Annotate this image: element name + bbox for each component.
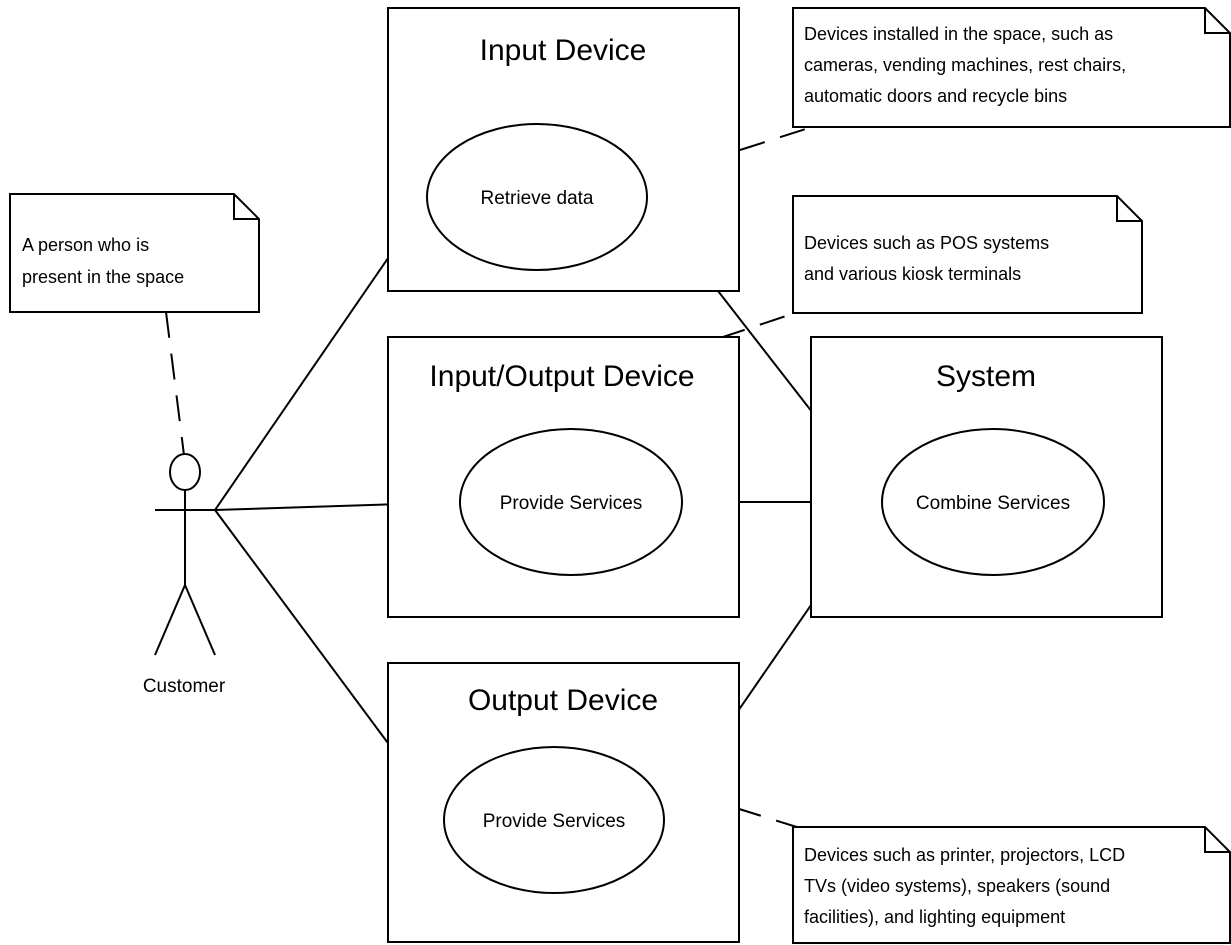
use-case-combine-services	[881, 428, 1105, 576]
note-input-device-line-2: cameras, vending machines, rest chairs,	[804, 55, 1126, 75]
io-device-title: Input/Output Device	[429, 360, 694, 393]
use-case-output-provide-services	[443, 746, 665, 894]
note-output-device-line-1: Devices such as printer, projectors, LCD	[804, 845, 1125, 865]
note-customer-line-1: A person who is	[22, 235, 149, 255]
system-title: System	[936, 360, 1036, 393]
input-device-title: Input Device	[480, 34, 647, 67]
use-case-combine-services-label: Combine Services	[916, 493, 1070, 514]
note-input-device-line-3: automatic doors and recycle bins	[804, 86, 1067, 106]
note-customer: A person who is present in the space	[9, 193, 260, 313]
use-case-io-provide-services	[459, 428, 683, 576]
actor-right-leg	[184, 584, 216, 656]
note-link-input-device	[739, 126, 813, 151]
use-case-output-provide-services-label: Provide Services	[483, 811, 626, 832]
note-output-device: Devices such as printer, projectors, LCD…	[792, 826, 1231, 944]
note-io-device: Devices such as POS systems and various …	[792, 195, 1143, 314]
use-case-retrieve-data-label: Retrieve data	[480, 188, 593, 209]
note-output-device-line-2: TVs (video systems), speakers (sound	[804, 876, 1110, 896]
note-io-device-fold	[1116, 196, 1142, 222]
note-output-device-line-3: facilities), and lighting equipment	[804, 907, 1065, 927]
actor-left-leg	[154, 584, 186, 656]
note-io-device-shape	[792, 195, 1143, 314]
note-input-device-line-1: Devices installed in the space, such as	[804, 24, 1113, 44]
io-device-box: Input/Output Device Provide Services	[387, 336, 740, 618]
note-input-device-fold	[1204, 8, 1230, 34]
actor-customer: Customer	[143, 453, 226, 697]
note-link-customer	[165, 311, 185, 456]
system-box: System Combine Services	[810, 336, 1163, 618]
note-output-device-shape	[792, 826, 1231, 944]
input-device-box: Input Device Retrieve data	[387, 7, 740, 292]
note-io-device-line-1: Devices such as POS systems	[804, 233, 1049, 253]
note-input-device-shape	[792, 7, 1231, 128]
note-connectors	[165, 126, 813, 829]
output-device-box: Output Device Provide Services	[387, 662, 740, 943]
output-device-title: Output Device	[468, 684, 658, 717]
note-output-device-fold	[1204, 827, 1230, 853]
actor-label: Customer	[143, 676, 226, 697]
use-case-io-provide-services-label: Provide Services	[500, 493, 643, 514]
note-customer-shape	[9, 193, 260, 313]
note-link-io-device	[719, 312, 796, 339]
use-case-retrieve-data	[426, 123, 648, 271]
actor-head	[169, 453, 201, 491]
note-customer-fold	[233, 194, 259, 220]
note-input-device: Devices installed in the space, such as …	[792, 7, 1231, 128]
note-io-device-line-2: and various kiosk terminals	[804, 264, 1021, 284]
note-link-output-device	[735, 807, 801, 829]
note-customer-line-2: present in the space	[22, 267, 184, 287]
